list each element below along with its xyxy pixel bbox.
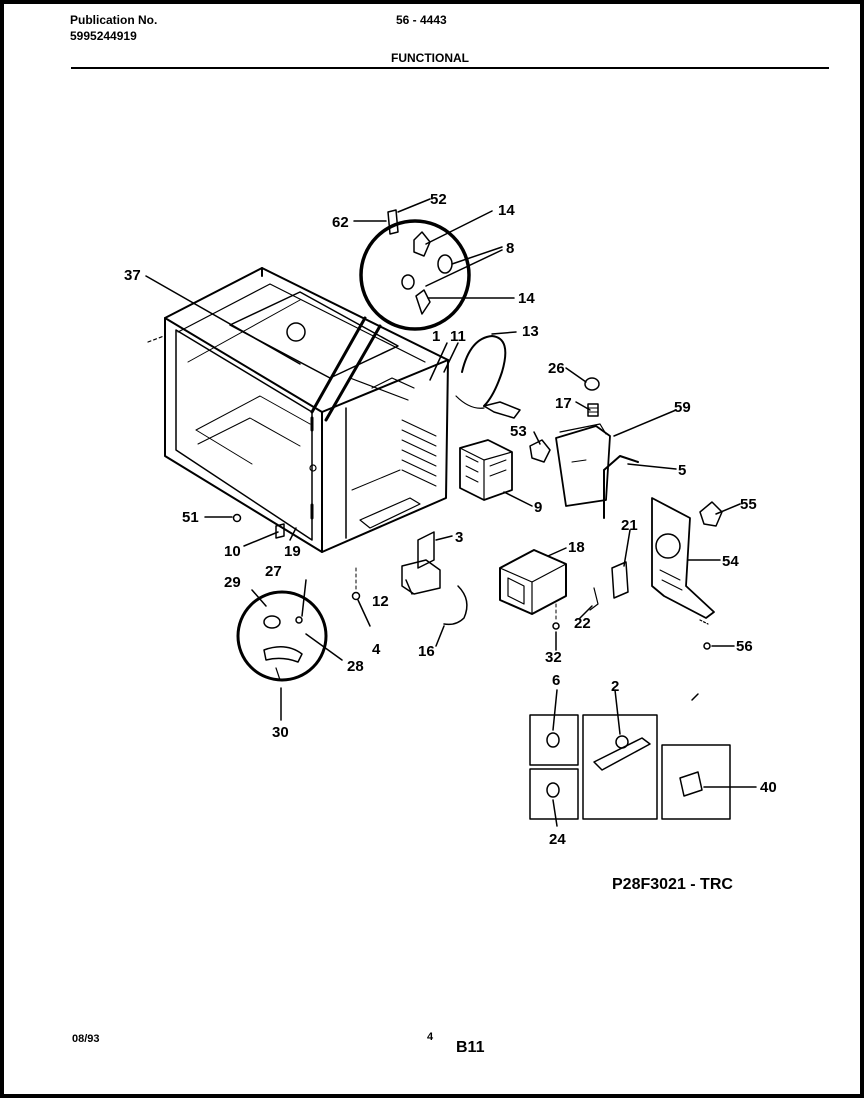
footer-page-number: 4: [427, 1031, 434, 1043]
callout-19: 19: [284, 543, 301, 560]
callout-18: 18: [568, 539, 585, 556]
callout-55: 55: [740, 496, 757, 513]
callout-13: 13: [522, 323, 539, 340]
callout-51: 51: [182, 509, 199, 526]
callout-59: 59: [674, 399, 691, 416]
callout-54: 54: [722, 553, 739, 570]
callout-21: 21: [621, 517, 638, 534]
callout-24: 24: [549, 831, 566, 848]
callout-3: 3: [455, 529, 463, 546]
callout-1: 1: [432, 328, 440, 345]
leader-lines: [145, 198, 757, 827]
callout-12: 12: [372, 593, 389, 610]
part-3-drawing: [417, 531, 435, 569]
callout-29: 29: [224, 574, 241, 591]
part-12-drawing: [401, 559, 441, 595]
part-51-drawing: [232, 513, 242, 523]
publication-label: Publication No.: [70, 13, 158, 27]
callout-14-top: 14: [498, 202, 515, 219]
callout-28: 28: [347, 658, 364, 675]
part-53-drawing: [529, 439, 551, 463]
oven-cabinet-drawing: [147, 267, 449, 553]
fan-assembly-drawing: [651, 497, 723, 625]
part-16-drawing: [443, 585, 468, 626]
callout-10: 10: [224, 543, 241, 560]
footer-page-code: B11: [456, 1039, 485, 1056]
power-cord-drawing: [455, 335, 521, 419]
part-5-drawing: [603, 455, 639, 519]
bracket-59-drawing: [555, 423, 611, 507]
callout-17: 17: [555, 395, 572, 412]
callout-14-bottom: 14: [518, 290, 535, 307]
model-number: 56 - 4443: [396, 13, 447, 27]
callout-40: 40: [760, 779, 777, 796]
callout-56: 56: [736, 638, 753, 655]
lamp-and-socket-drawing: [584, 377, 600, 417]
header-rule: [71, 67, 829, 69]
callout-53: 53: [510, 423, 527, 440]
part-32-drawing: [552, 622, 560, 630]
callout-52: 52: [430, 191, 447, 208]
callout-5: 5: [678, 462, 686, 479]
callout-6: 6: [552, 672, 560, 689]
callout-32: 32: [545, 649, 562, 666]
callout-11: 11: [450, 328, 466, 345]
magnetron-drawing: [459, 439, 513, 501]
section-title: FUNCTIONAL: [391, 51, 469, 65]
transformer-drawing: [499, 549, 567, 615]
part-10-drawing: [275, 523, 285, 539]
part-4-drawing: [351, 591, 361, 601]
switch-21-drawing: [611, 561, 629, 599]
publication-number: 5995244919: [70, 29, 137, 43]
callout-4: 4: [372, 641, 381, 658]
detail-circle-thermostat: [236, 590, 328, 682]
callout-labels: 1 2 3 4 5 6 8 9 10 11 12 13 14 14 16 17 …: [124, 191, 777, 848]
kit-boxes: [529, 714, 731, 820]
callout-16: 16: [418, 643, 435, 660]
callout-9: 9: [534, 499, 542, 516]
callout-27: 27: [265, 563, 282, 580]
callout-8: 8: [506, 240, 514, 257]
callout-30: 30: [272, 724, 289, 741]
callout-37: 37: [124, 267, 141, 284]
drawing-code: P28F3021 - TRC: [612, 876, 733, 893]
callout-62: 62: [332, 214, 349, 231]
part-22-drawing: [589, 587, 599, 611]
callout-26: 26: [548, 360, 565, 377]
callout-2: 2: [611, 678, 619, 695]
callout-22: 22: [574, 615, 591, 632]
footer-date: 08/93: [72, 1033, 100, 1045]
detail-circle-latch: [310, 209, 471, 422]
part-56-drawing: [703, 642, 711, 650]
